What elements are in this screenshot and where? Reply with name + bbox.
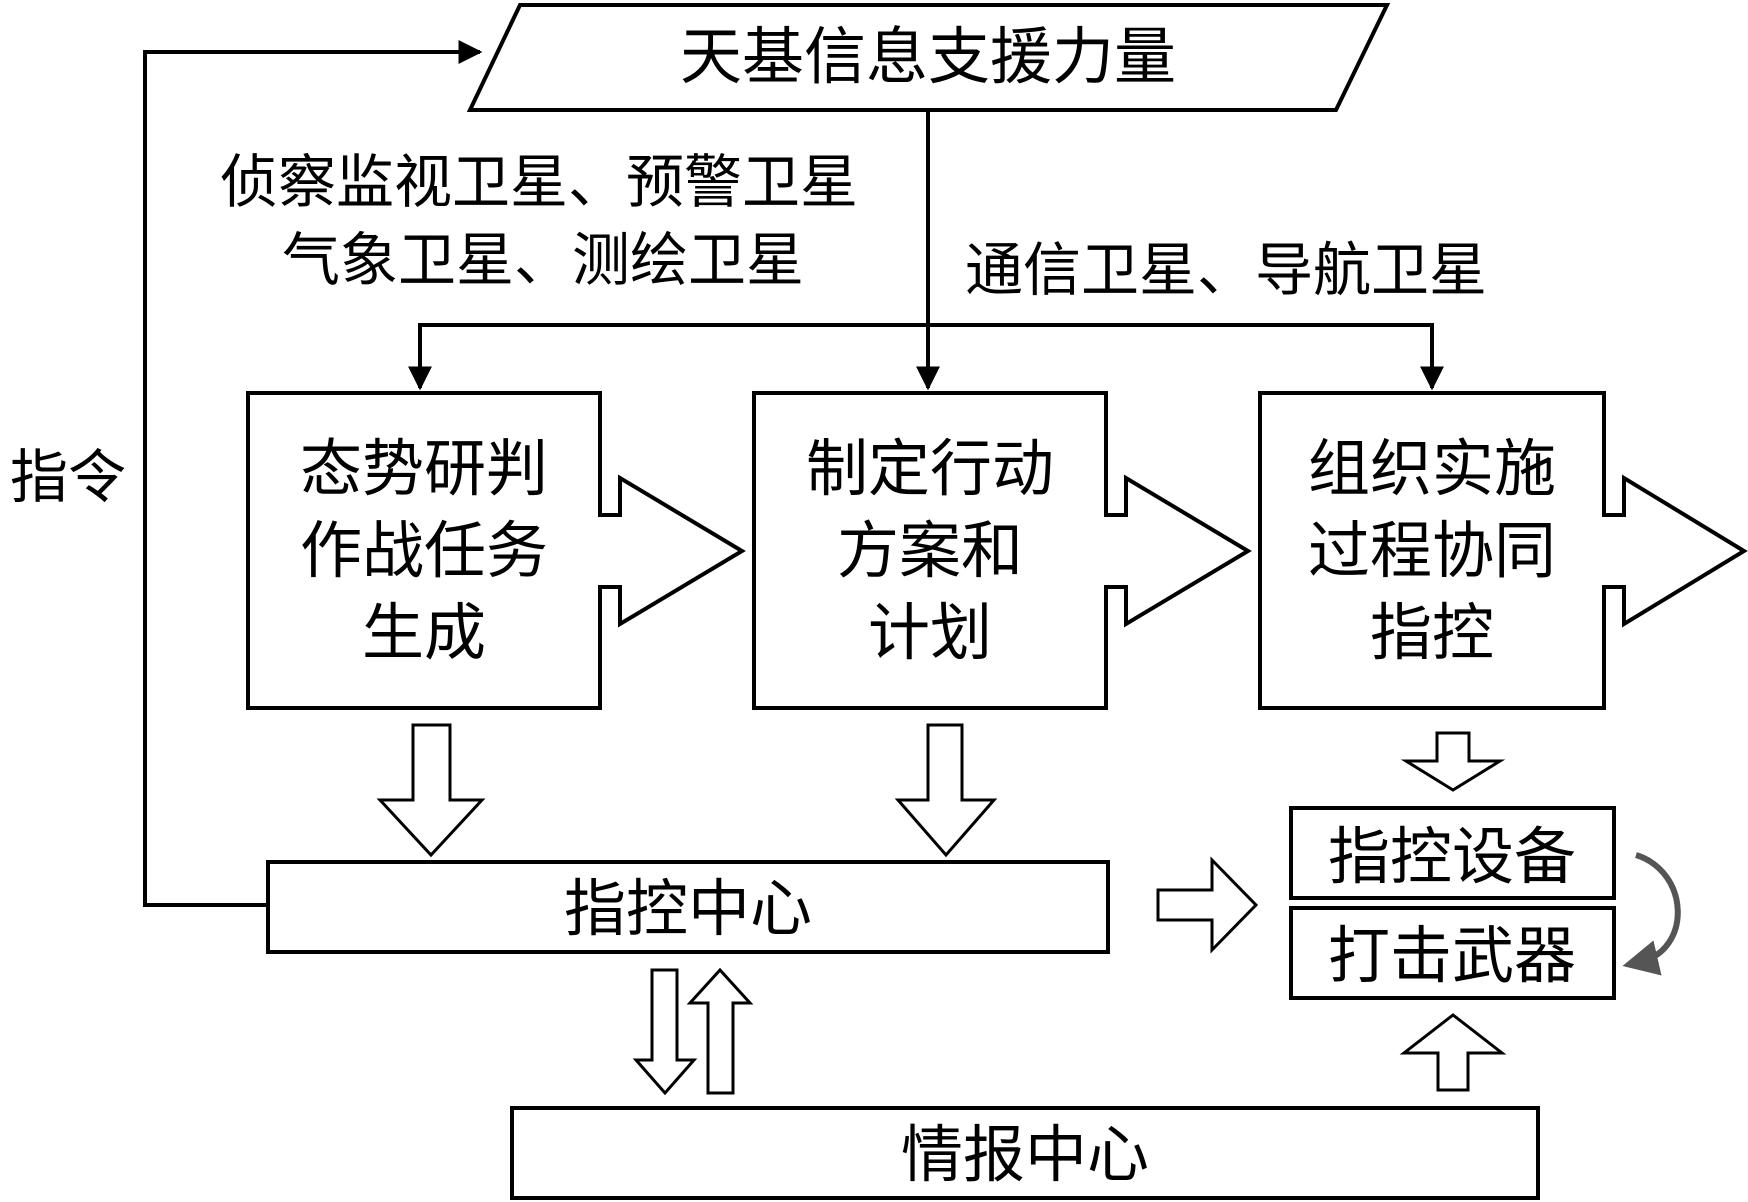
curved-link-arrow [1622, 852, 1681, 976]
command-center-label: 指控中心 [564, 872, 812, 945]
process-box-situation-line1: 态势研判 [300, 432, 548, 505]
hollow-arrow-box3-to-equipment [1400, 731, 1506, 792]
strike-weapon-box [1289, 906, 1616, 1000]
process-box-execution-line2: 过程协同 [1308, 514, 1556, 587]
process-box-planning-line3: 计划 [868, 596, 992, 669]
comm-nav-satellites: 通信卫星、导航卫星 [965, 236, 1487, 304]
hollow-arrow-center-to-equipment [1156, 856, 1259, 954]
hollow-arrow-box1-to-center [376, 723, 486, 858]
process-box-execution-line1: 组织实施 [1308, 432, 1556, 505]
space-support-label: 天基信息支援力量 [680, 20, 1176, 93]
process-box-planning-line2: 方案和 [837, 514, 1023, 587]
process-box-planning-line1: 制定行动 [806, 432, 1054, 505]
hollow-arrow-box2-to-center [894, 723, 998, 858]
hollow-arrow-center-to-intel [632, 968, 698, 1096]
process-box-planning [752, 391, 1252, 710]
recon-satellites-line2: 气象卫星、测绘卫星 [282, 226, 804, 294]
hollow-arrow-intel-to-weapon [1399, 1013, 1507, 1092]
process-box-execution [1258, 391, 1748, 710]
process-box-situation-line2: 作战任务 [300, 514, 548, 587]
process-box-execution-line3: 指控 [1370, 596, 1494, 669]
control-device-label: 指控设备 [1328, 820, 1576, 893]
strike-weapon-label: 打击武器 [1328, 919, 1576, 992]
command-center-box [266, 860, 1110, 954]
control-device-box [1289, 806, 1616, 900]
intel-center-box [510, 1106, 1540, 1200]
feedback-label-bg [0, 440, 140, 520]
recon-satellites-line1: 侦察监视卫星、预警卫星 [220, 148, 858, 216]
process-box-situation-line3: 生成 [362, 596, 486, 669]
space-support-parallelogram [466, 3, 1391, 112]
hollow-arrow-intel-to-center [686, 967, 754, 1095]
feedback-loop-line [143, 40, 483, 907]
intel-center-label: 情报中心 [901, 1118, 1149, 1191]
process-box-situation [246, 391, 746, 710]
feedback-label: 指令 [10, 443, 126, 511]
